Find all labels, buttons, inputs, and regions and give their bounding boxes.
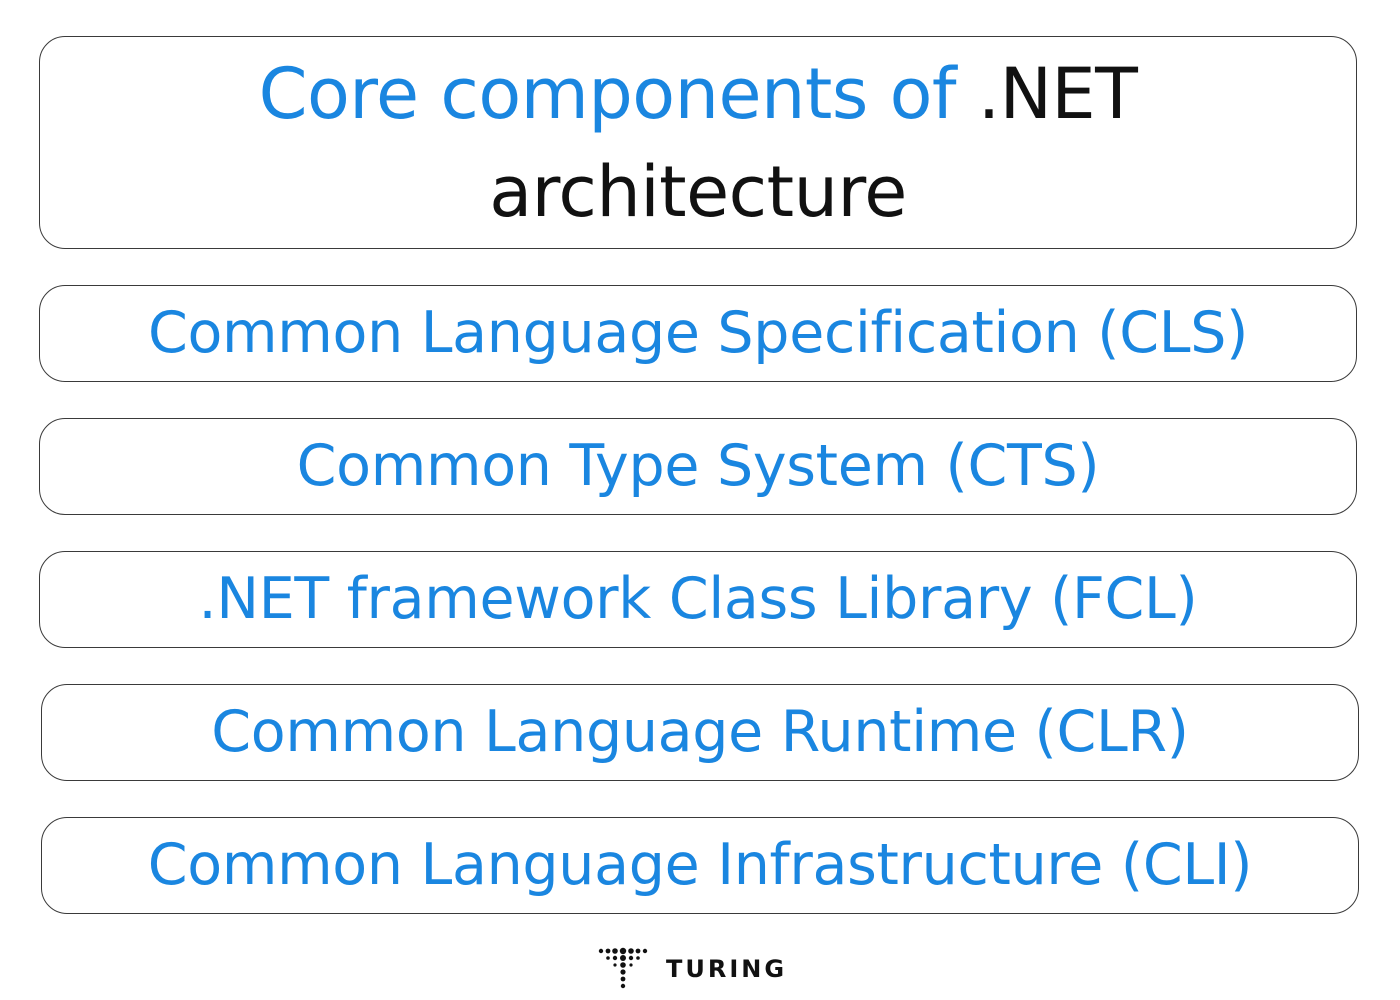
title-box: Core components of .NET architecture xyxy=(39,36,1357,249)
component-box-clr: Common Language Runtime (CLR) xyxy=(41,684,1359,781)
title-line-1: Core components of .NET xyxy=(259,45,1138,143)
component-box-cts: Common Type System (CTS) xyxy=(39,418,1357,515)
component-label: Common Language Runtime (CLR) xyxy=(211,699,1189,765)
turing-t-icon xyxy=(598,946,650,992)
component-box-fcl: .NET framework Class Library (FCL) xyxy=(39,551,1357,648)
component-label: .NET framework Class Library (FCL) xyxy=(198,566,1198,632)
title-part-blue: Core components of xyxy=(258,52,957,135)
title-line-2: architecture xyxy=(489,150,907,233)
component-label: Common Language Specification (CLS) xyxy=(147,300,1249,366)
turing-logo: TURING xyxy=(598,946,787,992)
title-part-net: .NET xyxy=(977,52,1138,135)
component-box-cls: Common Language Specification (CLS) xyxy=(39,285,1357,382)
component-label: Common Type System (CTS) xyxy=(296,433,1100,499)
component-label: Common Language Infrastructure (CLI) xyxy=(147,832,1253,898)
component-box-cli: Common Language Infrastructure (CLI) xyxy=(41,817,1359,914)
logo-text: TURING xyxy=(666,955,788,983)
